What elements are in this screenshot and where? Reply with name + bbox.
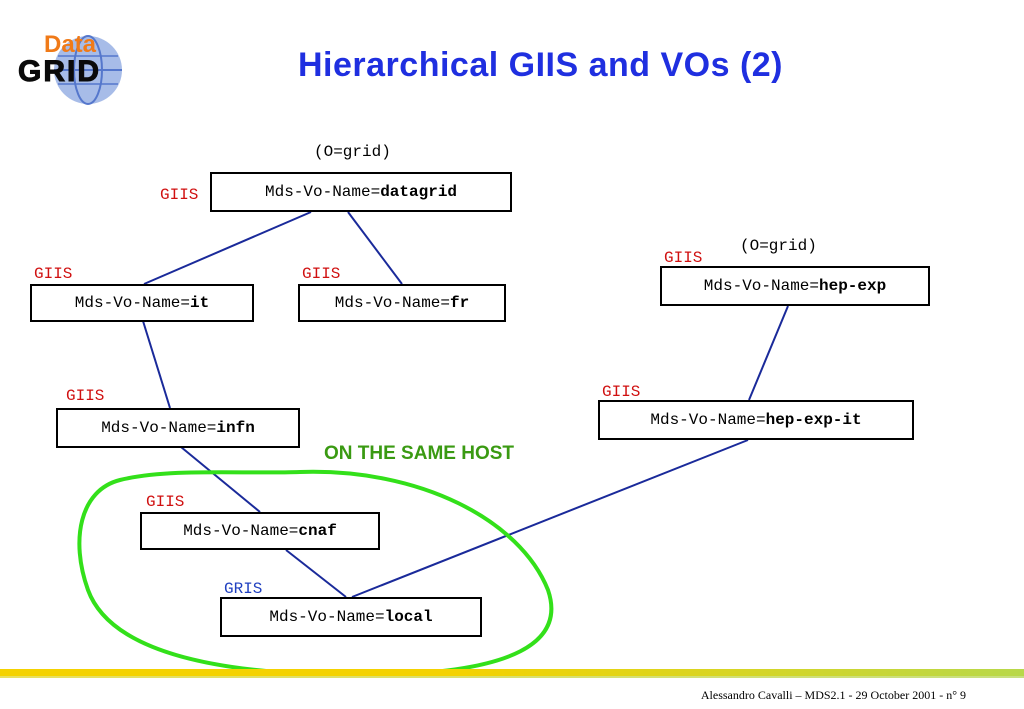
org-label-right: (O=grid) (740, 237, 817, 255)
edge-hepexp-hepexpit (748, 305, 789, 401)
edge-cnaf-local (285, 549, 347, 598)
node-cnaf: Mds-Vo-Name=cnaf (140, 512, 380, 550)
edge-datagrid-it (143, 211, 312, 285)
footer-text: Alessandro Cavalli – MDS2.1 - 29 October… (700, 688, 966, 702)
node-name: hep-exp-it (765, 411, 862, 429)
node-prefix: Mds-Vo-Name= (269, 608, 385, 626)
node-name: local (384, 608, 433, 626)
edge-it-infn (142, 320, 171, 409)
node-prefix: Mds-Vo-Name= (650, 411, 766, 429)
node-hepexpit: Mds-Vo-Name=hep-exp-it (598, 400, 914, 440)
node-prefix: Mds-Vo-Name= (703, 277, 819, 295)
edge-infn-cnaf (180, 446, 261, 513)
node-hepexp: Mds-Vo-Name=hep-exp (660, 266, 930, 306)
node-name: cnaf (298, 522, 337, 540)
node-type-it: GIIS (34, 265, 73, 283)
edge-datagrid-fr (347, 211, 403, 285)
node-it: Mds-Vo-Name=it (30, 284, 254, 322)
node-fr: Mds-Vo-Name=fr (298, 284, 506, 322)
same-host-ellipse (77, 469, 554, 678)
node-type-hepexp: GIIS (664, 249, 703, 267)
node-type-cnaf: GIIS (146, 493, 185, 511)
node-type-datagrid: GIIS (160, 186, 199, 204)
node-type-local: GRIS (224, 580, 263, 598)
node-local: Mds-Vo-Name=local (220, 597, 482, 637)
logo-word-grid: GRID (18, 55, 101, 88)
same-host-note: ON THE SAME HOST (324, 443, 515, 464)
node-prefix: Mds-Vo-Name= (101, 419, 217, 437)
datagrid-logo: Data GRID (14, 28, 156, 106)
node-name: it (190, 294, 210, 312)
node-name: hep-exp (819, 277, 887, 295)
org-label-left: (O=grid) (314, 143, 391, 161)
footer-bar-thin (0, 676, 1024, 678)
page-title: Hierarchical GIIS and VOs (2) (298, 46, 784, 84)
node-type-hepexpit: GIIS (602, 383, 641, 401)
node-datagrid: Mds-Vo-Name=datagrid (210, 172, 512, 212)
node-type-infn: GIIS (66, 387, 105, 405)
node-prefix: Mds-Vo-Name= (334, 294, 450, 312)
footer-bar (0, 669, 1024, 676)
datagrid-logo-graphic: Data GRID (18, 31, 122, 105)
edge-hepexpit-local (351, 439, 749, 598)
node-name: fr (450, 294, 470, 312)
node-name: datagrid (380, 183, 458, 201)
node-prefix: Mds-Vo-Name= (183, 522, 299, 540)
node-name: infn (216, 419, 255, 437)
node-infn: Mds-Vo-Name=infn (56, 408, 300, 448)
node-type-fr: GIIS (302, 265, 341, 283)
logo-word-data: Data (44, 31, 97, 58)
node-prefix: Mds-Vo-Name= (264, 183, 381, 201)
node-prefix: Mds-Vo-Name= (74, 294, 190, 312)
